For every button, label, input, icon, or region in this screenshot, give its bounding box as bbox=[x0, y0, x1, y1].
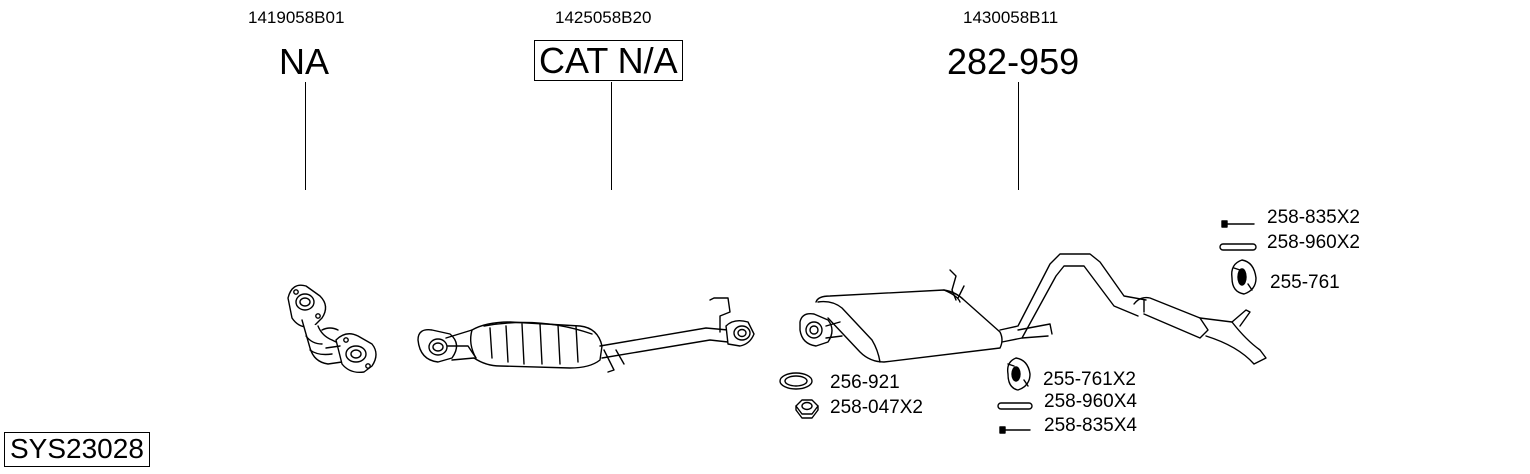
label-clamp-rear: 258-960X2 bbox=[1267, 232, 1360, 253]
bolt-rear-icon bbox=[1221, 220, 1255, 228]
label-nut: 258-047X2 bbox=[830, 397, 923, 418]
oem-number-3: 1430058B11 bbox=[963, 8, 1059, 27]
oem-number-1: 1419058B01 bbox=[248, 8, 345, 27]
leader-line-2 bbox=[611, 82, 612, 190]
bolt-mid-icon bbox=[999, 426, 1031, 434]
rubber-mount-mid-icon bbox=[1006, 357, 1031, 391]
label-rubber-mount-mid: 255-761X2 bbox=[1043, 369, 1136, 390]
catalytic-converter-drawing bbox=[417, 297, 755, 373]
rear-silencer-drawing bbox=[799, 253, 1267, 365]
rubber-mount-rear-icon bbox=[1231, 259, 1257, 295]
leader-line-3 bbox=[1018, 82, 1019, 190]
leader-line-1 bbox=[305, 82, 306, 190]
part-number-1: NA bbox=[279, 41, 330, 82]
label-clamp-mid: 258-960X4 bbox=[1044, 391, 1137, 412]
clamp-rear-icon bbox=[1219, 243, 1257, 251]
label-gasket: 256-921 bbox=[830, 372, 900, 393]
part-number-3: 282-959 bbox=[947, 41, 1080, 82]
label-rubber-mount-rear: 255-761 bbox=[1270, 272, 1340, 293]
nut-icon bbox=[795, 399, 819, 419]
part-number-2: CAT N/A bbox=[534, 40, 683, 81]
label-bolt-mid: 258-835X4 bbox=[1044, 415, 1137, 436]
oem-number-2: 1425058B20 bbox=[555, 8, 652, 27]
label-bolt-rear: 258-835X2 bbox=[1267, 207, 1360, 228]
front-pipe-drawing bbox=[287, 284, 377, 374]
diagram-id-label: SYS23028 bbox=[4, 432, 150, 467]
gasket-icon bbox=[779, 372, 813, 390]
clamp-mid-icon bbox=[997, 402, 1033, 410]
